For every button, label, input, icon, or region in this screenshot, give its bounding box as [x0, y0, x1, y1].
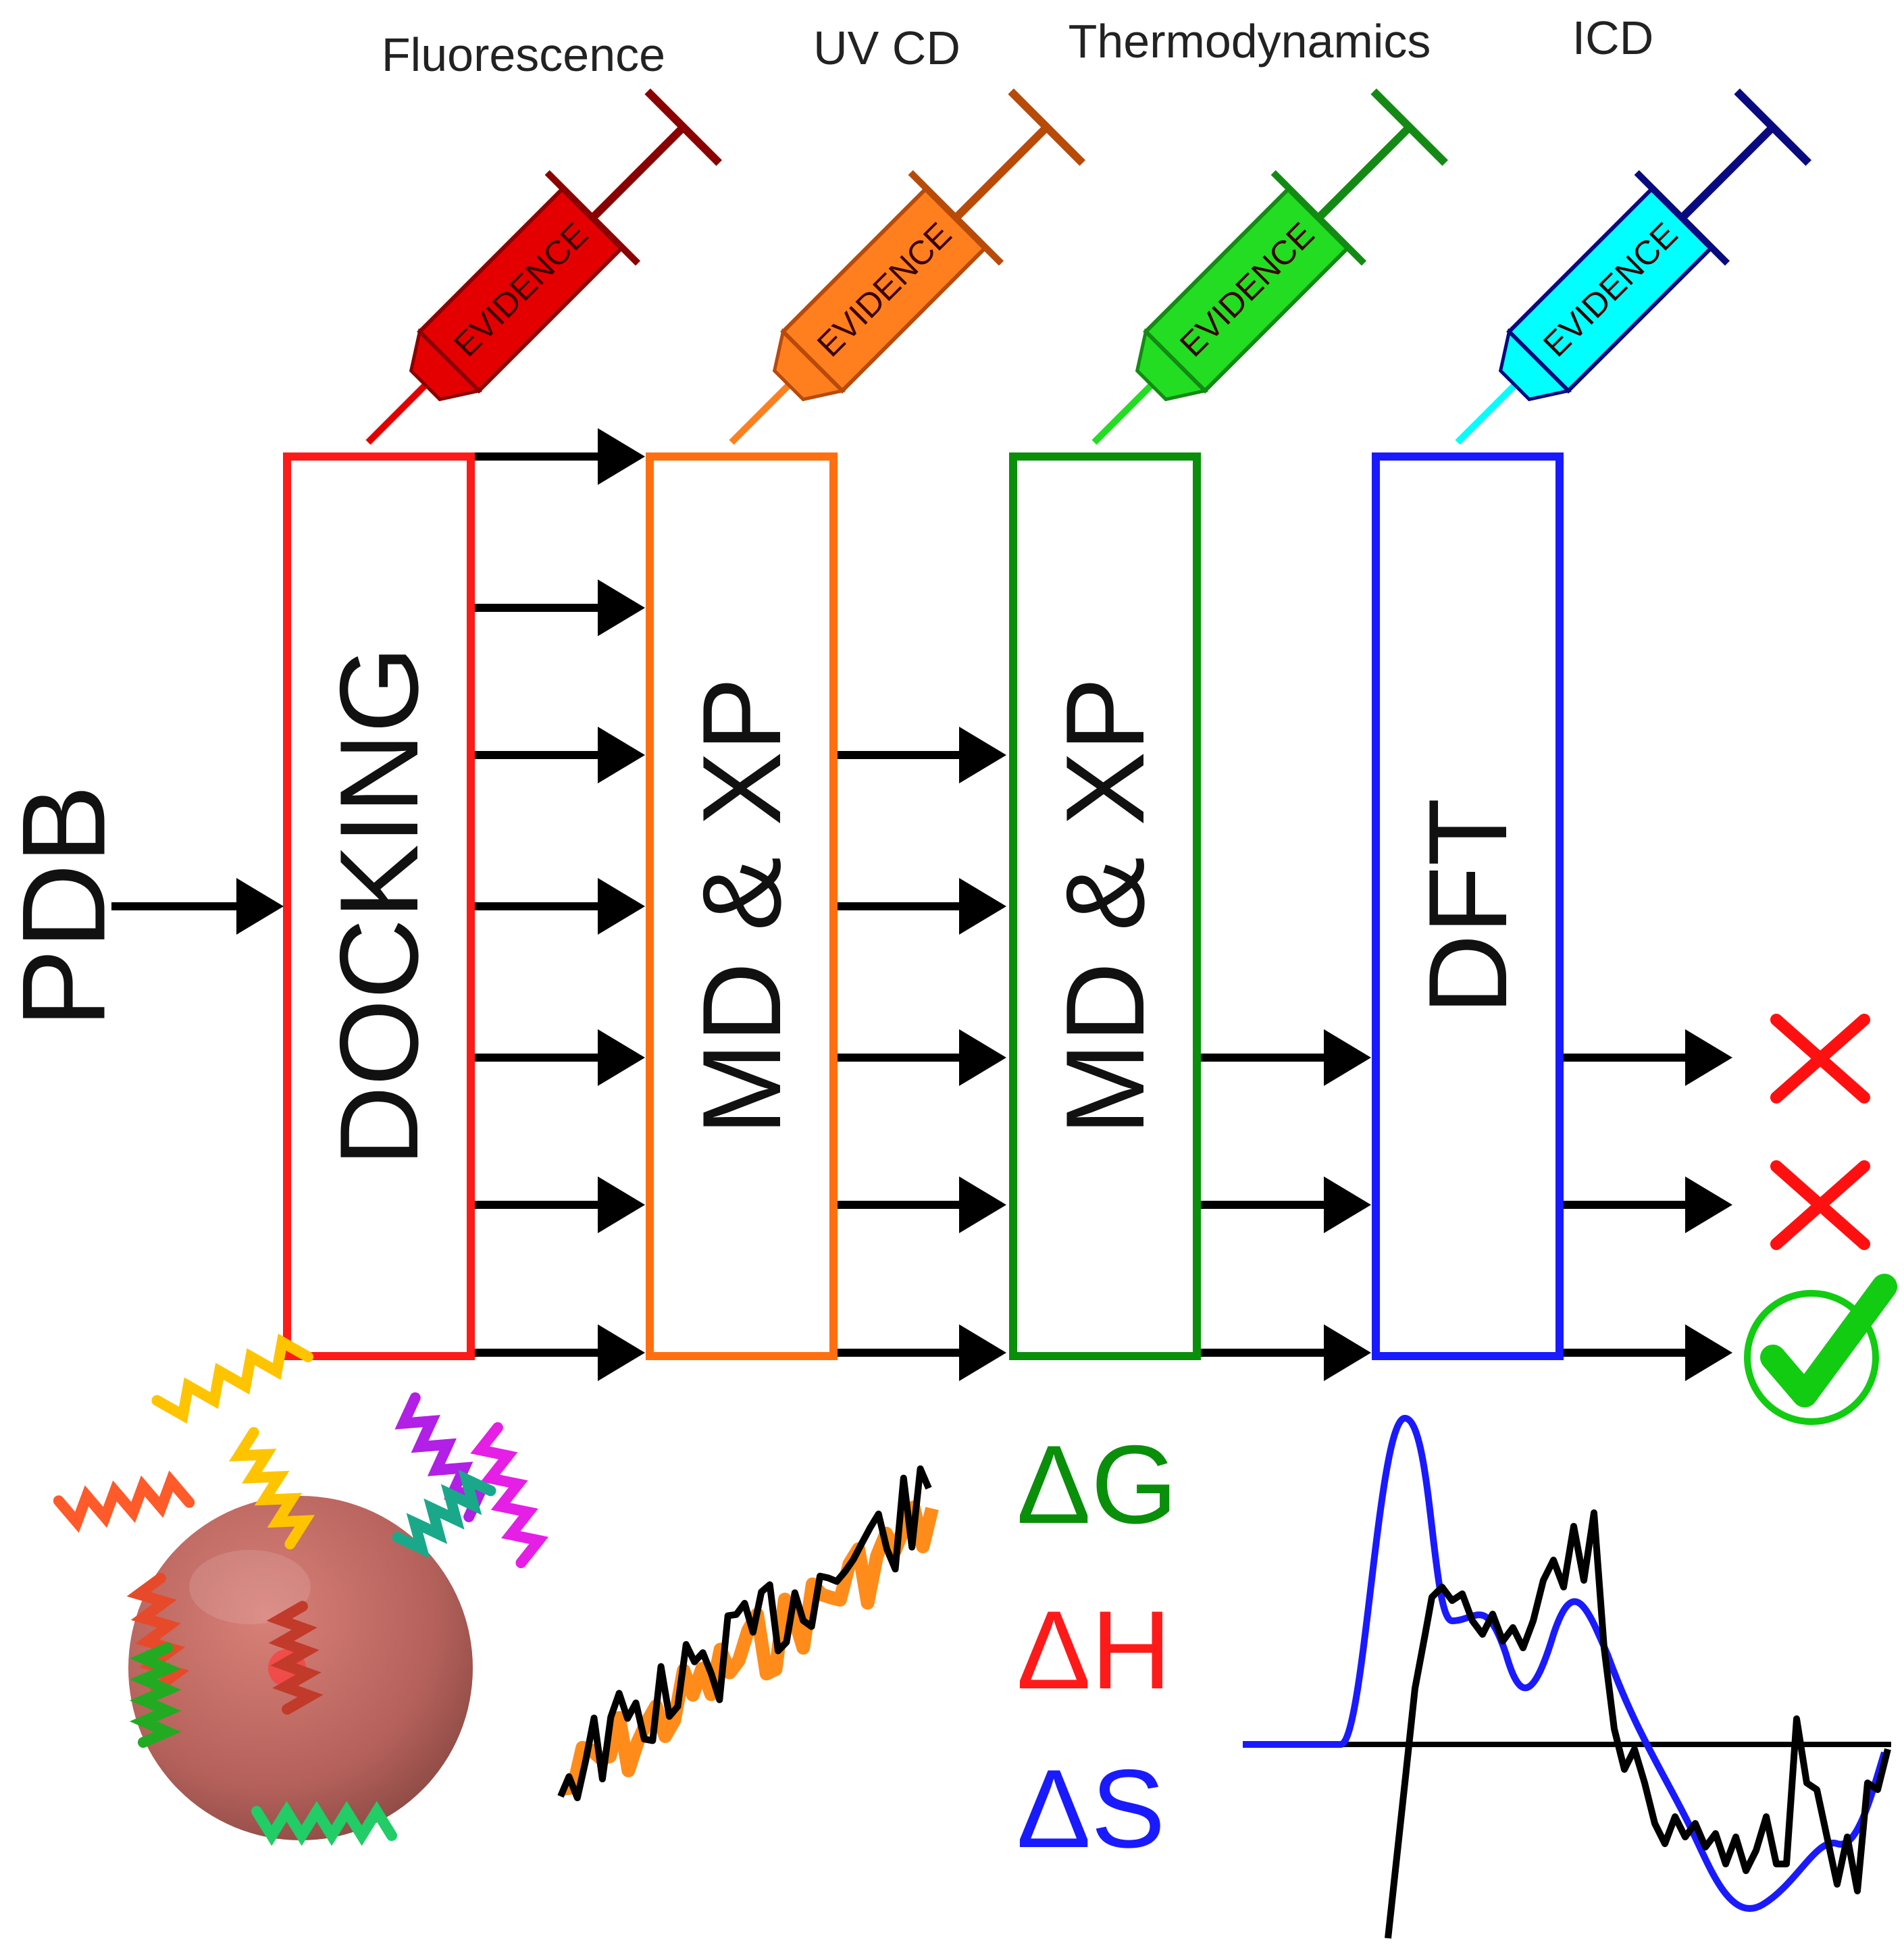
docking-output-arrow — [475, 727, 645, 783]
evidence-title-thermodynamics: Thermodynamics — [1069, 15, 1431, 68]
md-output-arrow — [838, 878, 1006, 935]
pdb-arrow — [111, 878, 284, 935]
syringe-icon: EVIDENCE — [365, 88, 722, 445]
uv-cd-spectrum-icon — [557, 1465, 939, 1802]
docking-output-arrow — [475, 1176, 645, 1233]
md-output-arrow — [838, 727, 1006, 783]
syringe-icon: EVIDENCE — [729, 88, 1085, 445]
md-output-arrow — [838, 1176, 1006, 1233]
docking-output-arrow — [475, 428, 645, 485]
cross-icon — [1770, 1014, 1870, 1104]
dft-box — [1372, 452, 1564, 1360]
evidence-title-fluorescence: Fluorescence — [382, 28, 665, 81]
icd-spectrum-icon — [1243, 1414, 1891, 1939]
protein-helix — [392, 1469, 496, 1559]
protein-helix — [251, 1800, 397, 1846]
md2-output-arrow — [1201, 1176, 1371, 1233]
cross-icon — [1770, 1160, 1870, 1250]
md-output-arrow — [838, 1029, 1006, 1086]
docking-output-arrow — [475, 1324, 645, 1381]
docking-label: DOCKING — [317, 646, 441, 1166]
md-xp-box-2 — [1009, 452, 1201, 1360]
dft-output-arrow — [1564, 1176, 1732, 1233]
delta-h-label: ΔH — [1017, 1588, 1171, 1712]
protein-helix — [470, 1422, 549, 1569]
protein-helix — [129, 1642, 182, 1748]
md-output-arrow — [838, 1324, 1006, 1381]
evidence-title-icd: ICD — [1572, 11, 1654, 64]
dft-output-arrow — [1564, 1029, 1732, 1086]
md2-output-arrow — [1201, 1029, 1371, 1086]
evidence-title-uvcd: UV CD — [813, 22, 960, 74]
protein-nanoparticle-icon — [53, 1333, 549, 1846]
md-xp-label-1: MD & XP — [679, 677, 804, 1135]
docking-output-arrow — [475, 878, 645, 935]
delta-s-label: ΔS — [1017, 1746, 1165, 1871]
md-xp-label-2: MD & XP — [1043, 677, 1167, 1135]
docking-box — [283, 452, 475, 1360]
protein-helix — [151, 1333, 314, 1424]
md2-output-arrow — [1201, 1324, 1371, 1381]
docking-output-arrow — [475, 1029, 645, 1086]
protein-helix — [53, 1470, 195, 1533]
dft-output-arrow — [1564, 1324, 1732, 1381]
arrow-group — [111, 428, 1732, 1381]
syringe-icon: EVIDENCE — [1091, 88, 1448, 445]
docking-output-arrow — [475, 579, 645, 636]
delta-g-label: ΔG — [1017, 1422, 1178, 1547]
protein-helix — [228, 1427, 315, 1550]
check-circle-icon — [1744, 1274, 1897, 1425]
pdb-label: PDB — [0, 785, 130, 1028]
dft-label: DFT — [1406, 798, 1530, 1015]
protein-helix — [266, 1601, 324, 1715]
md-xp-box-1 — [646, 452, 838, 1360]
syringe-icon: EVIDENCE — [1455, 88, 1811, 445]
